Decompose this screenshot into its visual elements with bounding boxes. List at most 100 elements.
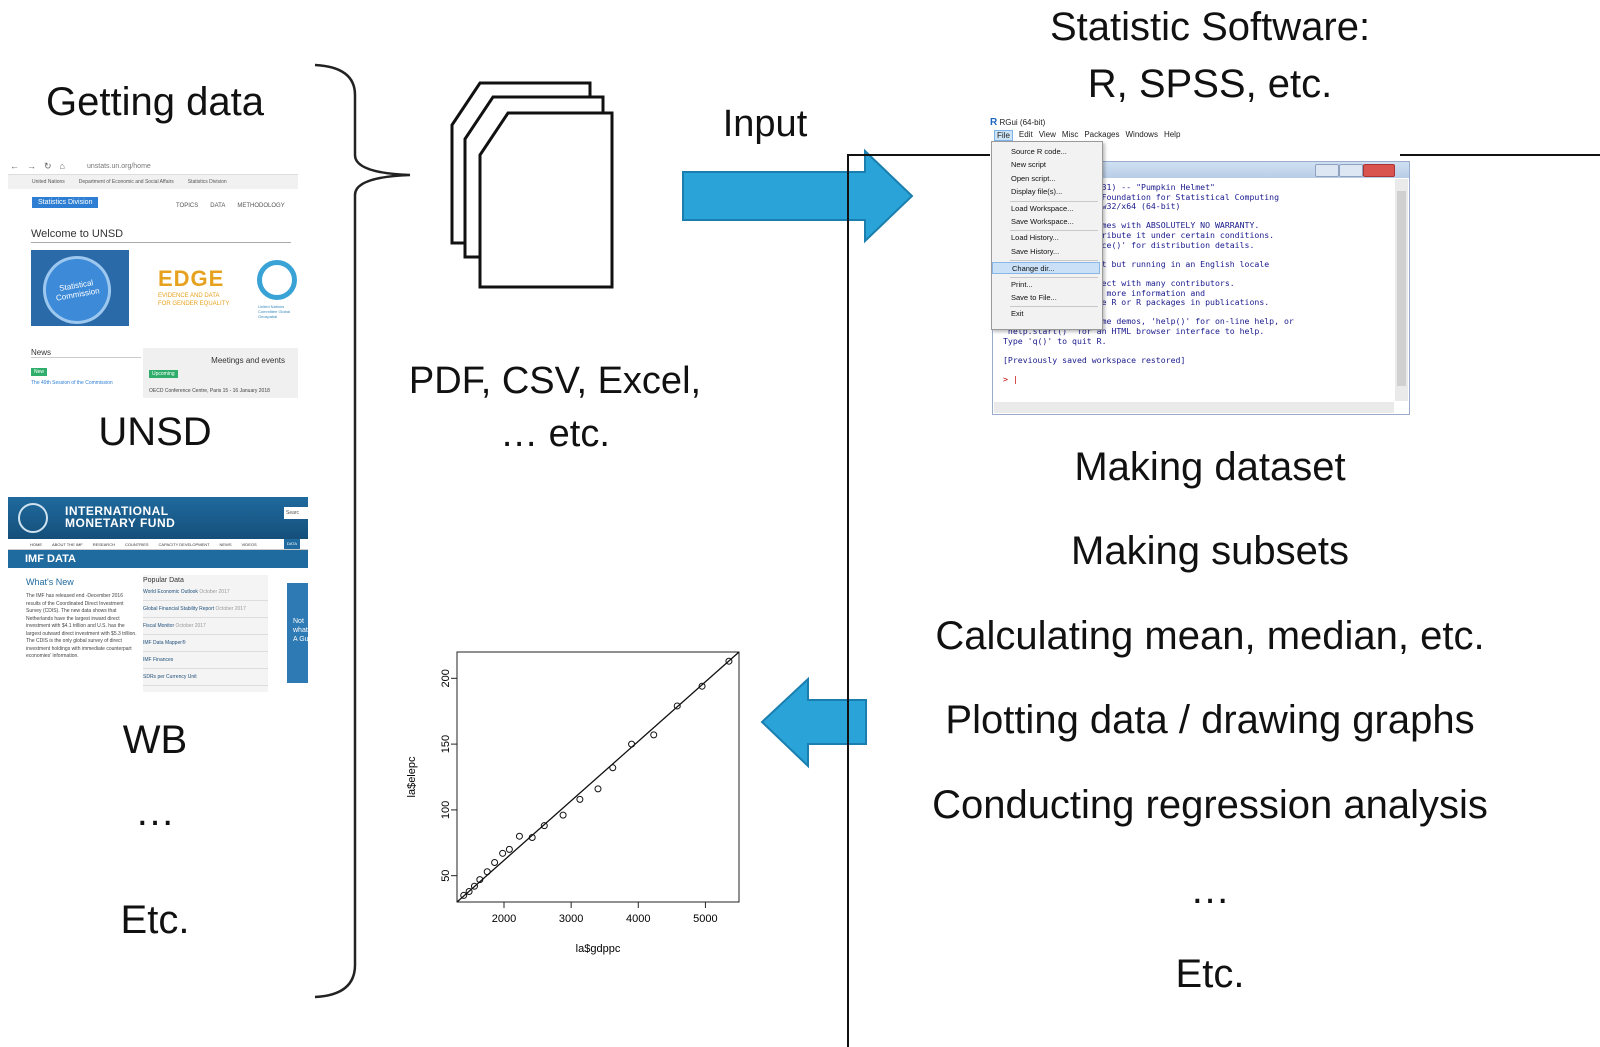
file-menu-item[interactable]: Exit	[1011, 309, 1024, 319]
data-point	[725, 657, 733, 665]
menu-windows[interactable]: Windows	[1125, 130, 1158, 139]
menu-separator	[1010, 230, 1098, 232]
file-menu-item[interactable]: Save Workspace...	[1011, 217, 1074, 226]
console-line: Type 'q()' to quit R.	[1003, 335, 1107, 346]
curly-brace	[314, 63, 411, 999]
popular-item: SDRs per Currency Unit	[143, 669, 268, 686]
data-point	[559, 811, 567, 819]
task-regression: Conducting regression analysis	[932, 783, 1488, 827]
menu-topics: TOPICS	[176, 203, 199, 209]
imf-nav-item: COUNTRIES	[124, 541, 149, 547]
maximize-button[interactable]	[1339, 164, 1363, 177]
unsd-welcome: Welcome to UNSD	[31, 228, 291, 243]
input-arrow-icon	[682, 148, 914, 244]
task-calculating: Calculating mean, median, etc.	[935, 614, 1485, 658]
unsd-breadcrumb: United Nations Department of Economic an…	[8, 175, 298, 189]
menu-view[interactable]: View	[1038, 130, 1056, 139]
minimize-button[interactable]	[1315, 164, 1339, 177]
whats-new-column: What's New The IMF has released end -Dec…	[26, 577, 138, 661]
wb-label: WB	[122, 718, 188, 762]
data-point	[491, 859, 499, 867]
x-tick-label: 3000	[559, 913, 583, 925]
horizontal-scrollbar[interactable]	[994, 402, 1394, 413]
task-plotting: Plotting data / drawing graphs	[945, 698, 1475, 742]
menu-data: DATA	[210, 203, 226, 209]
file-menu-item[interactable]: Display file(s)...	[1011, 187, 1063, 197]
y-tick-label: 200	[440, 669, 452, 687]
input-label: Input	[722, 103, 808, 145]
menu-help[interactable]: Help	[1163, 130, 1181, 139]
menu-file[interactable]: File	[994, 130, 1013, 141]
rgui-title: R RGui (64-bit)	[990, 117, 1045, 128]
file-menu-item[interactable]: Print...	[1011, 279, 1033, 289]
menu-packages[interactable]: Packages	[1084, 130, 1120, 139]
menu-separator	[1010, 260, 1098, 262]
popular-item: IMF Data Mapper®	[143, 635, 268, 652]
geospatial-logo-icon	[257, 260, 297, 300]
data-point	[628, 740, 636, 748]
imf-nav-item: VIDEOS	[241, 541, 257, 547]
rgui-title-text: RGui (64-bit)	[999, 118, 1046, 127]
regression-line	[456, 651, 740, 903]
left-ellipsis: …	[135, 790, 175, 834]
meeting-venue: OECD Conference Centre, Paris 15 - 16 Ja…	[149, 388, 270, 394]
unsd-website-thumbnail: ← → ↻ ⌂ unstats.un.org/home United Natio…	[8, 158, 298, 398]
file-formats-line1: PDF, CSV, Excel,	[408, 360, 702, 402]
file-menu-item[interactable]: Save to File...	[1011, 293, 1057, 302]
popular-data-column: Popular Data World Economic Outlook Octo…	[143, 575, 268, 692]
unsd-brand-logo: Statistics Division	[32, 197, 99, 208]
edge-logo: EDGE EVIDENCE AND DATA FOR GENDER EQUALI…	[158, 266, 229, 308]
data-point	[465, 887, 473, 895]
popular-item: Fiscal Monitor October 2017	[143, 618, 268, 635]
news-heading: News	[31, 348, 141, 358]
console-line: [Previously saved workspace restored]	[1003, 354, 1186, 365]
file-menu-item[interactable]: Save History...	[1011, 246, 1060, 256]
left-etc: Etc.	[120, 898, 190, 942]
imf-nav: HOME ABOUT THE IMF RESEARCH COUNTRIES CA…	[8, 539, 308, 550]
whats-new-text: The IMF has released end -December 2016 …	[26, 593, 137, 659]
new-badge: New	[31, 368, 48, 376]
imf-nav-item: RESEARCH	[92, 541, 115, 547]
task-making-subsets: Making subsets	[1071, 529, 1349, 573]
imf-search-box: Searc	[284, 507, 308, 519]
imf-nav-data: DATA	[283, 539, 300, 549]
console-prompt: > |	[1003, 373, 1018, 384]
file-menu-item[interactable]: New script	[1011, 160, 1047, 170]
refresh-icon: ↻	[44, 160, 52, 171]
data-point	[609, 764, 617, 772]
console-line: 4-mingw32/x64 (64-bit)	[1072, 201, 1181, 212]
popular-item: World Economic Outlook October 2017	[143, 584, 268, 601]
crumb: Statistics Division	[187, 179, 227, 185]
imf-website-thumbnail: INTERNATIONAL MONETARY FUND Searc HOME A…	[8, 497, 308, 692]
upcoming-badge: Upcoming	[149, 370, 178, 378]
x-tick-label: 4000	[626, 913, 650, 925]
file-menu-item[interactable]: Source R code...	[1011, 147, 1067, 156]
menu-separator	[1010, 306, 1098, 308]
data-point	[505, 845, 513, 853]
file-menu-item[interactable]: Load Workspace...	[1011, 203, 1074, 213]
file-menu-item[interactable]: Open script...	[1011, 173, 1056, 183]
statistical-commission-image: Statistical Commission	[31, 250, 129, 326]
y-tick-label: 150	[440, 735, 452, 753]
console-line	[1003, 365, 1294, 375]
unsd-nav: Statistics Division TOPICS DATA METHODOL…	[8, 189, 298, 219]
menu-separator	[1010, 200, 1098, 202]
vertical-scrollbar[interactable]	[1395, 179, 1408, 401]
geospatial-caption: United Nations Committee Global Geospati…	[258, 304, 291, 319]
imf-name: INTERNATIONAL MONETARY FUND	[65, 505, 175, 529]
close-button[interactable]	[1363, 164, 1395, 177]
file-formats-line2: … etc.	[500, 413, 610, 455]
x-tick-label: 2000	[492, 913, 516, 925]
menu-edit[interactable]: Edit	[1018, 130, 1033, 139]
data-point	[540, 822, 548, 830]
menu-misc[interactable]: Misc	[1061, 130, 1079, 139]
crumb: Department of Economic and Social Affair…	[78, 179, 174, 185]
file-menu-item[interactable]: Change dir...	[992, 262, 1100, 275]
imf-side-banner: Not what A Gu	[287, 583, 308, 683]
imf-seal-icon	[18, 503, 48, 533]
imf-nav-item: NEWS	[219, 541, 232, 547]
file-menu-item[interactable]: Load History...	[1011, 233, 1059, 243]
back-arrow-icon: ←	[10, 161, 19, 171]
commission-seal-text: Statistical Commission	[37, 250, 117, 326]
